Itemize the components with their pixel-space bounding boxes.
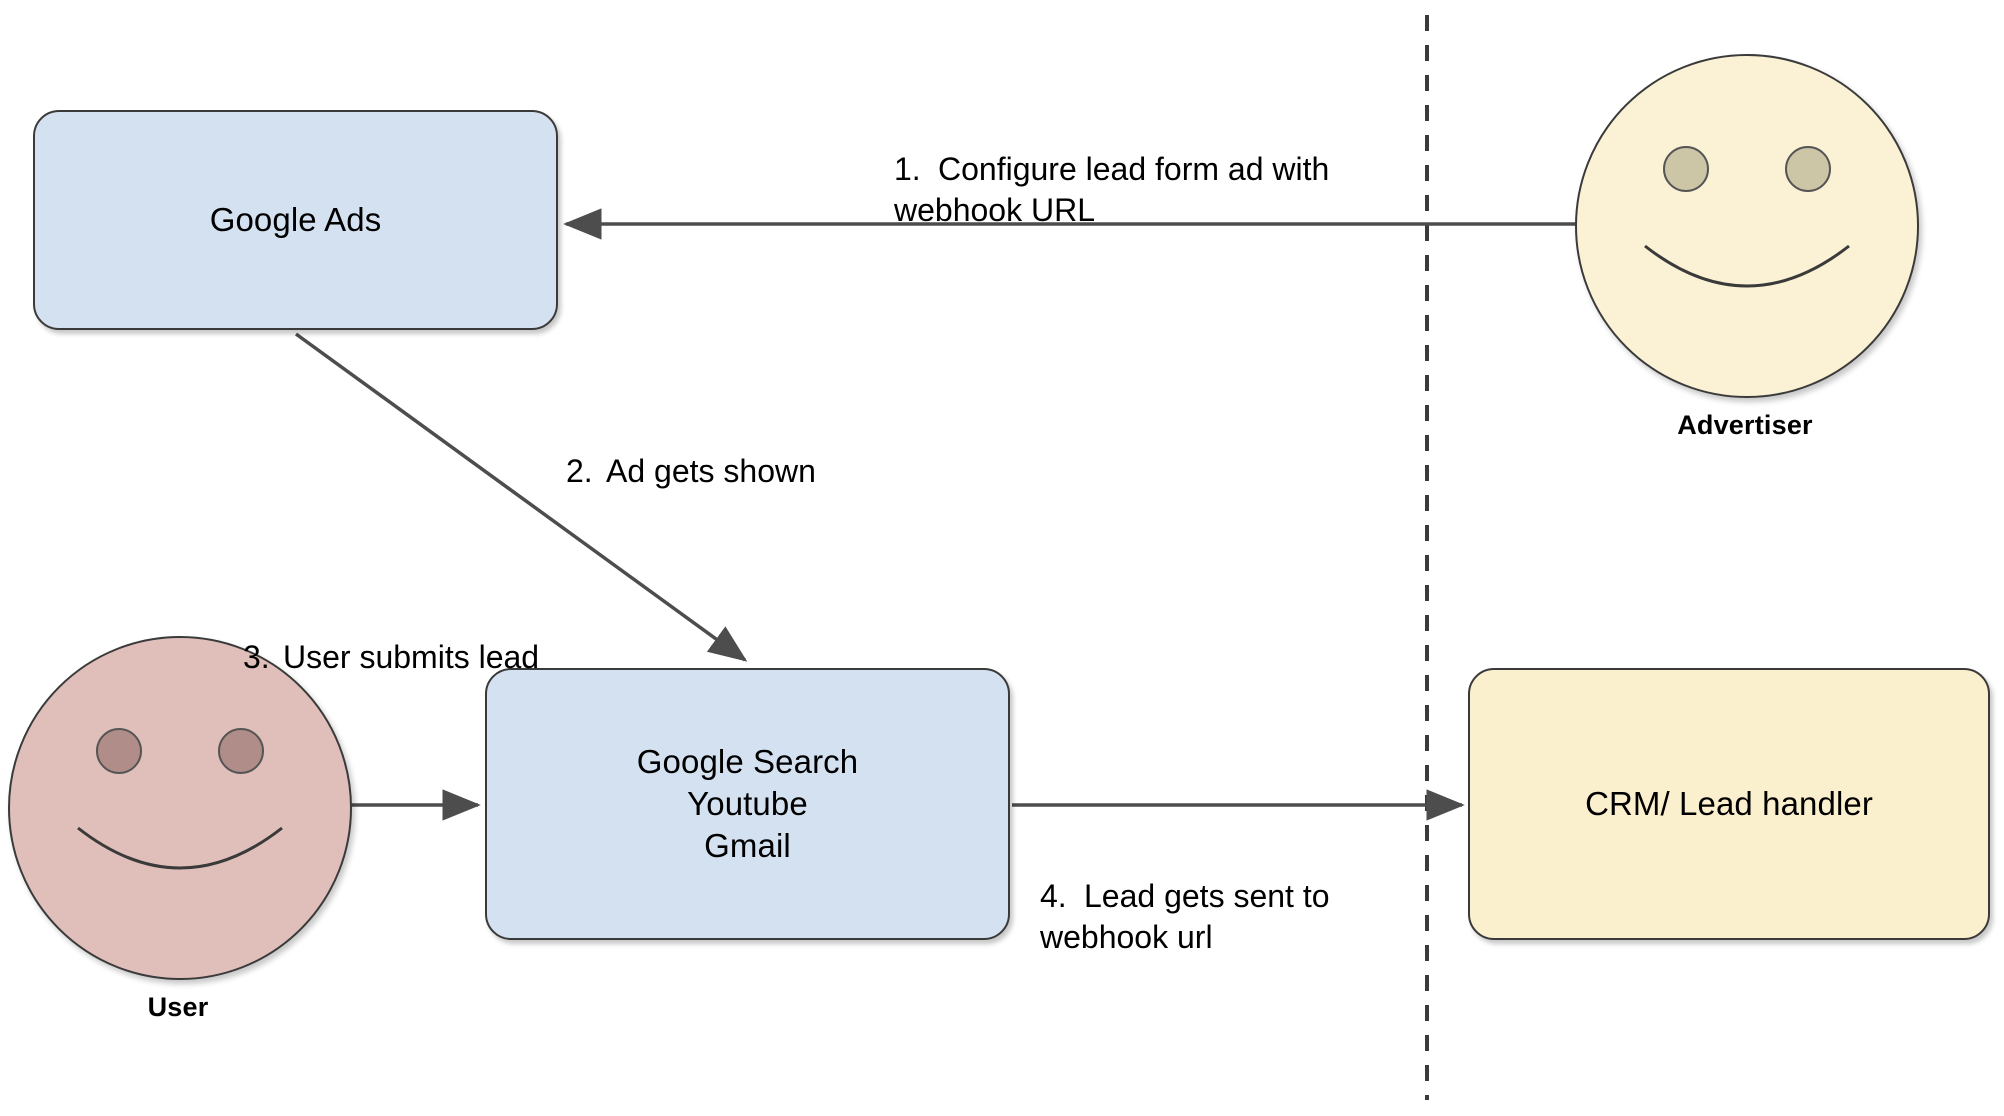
step-2-number: 2. bbox=[566, 452, 593, 489]
step-4-text: Lead gets sent to webhook url bbox=[1040, 877, 1330, 955]
advertiser-smile-icon bbox=[1641, 242, 1853, 314]
advertiser-left-eye-icon bbox=[1663, 146, 1709, 192]
user-left-eye-icon bbox=[96, 728, 142, 774]
advertiser-right-eye-icon bbox=[1785, 146, 1831, 192]
step-4-label: 4.Lead gets sent to webhook url bbox=[1040, 835, 1460, 958]
user-smile-icon bbox=[74, 824, 286, 896]
node-crm[interactable]: CRM/ Lead handler bbox=[1468, 668, 1990, 940]
node-advertiser-face[interactable] bbox=[1575, 54, 1919, 398]
step-1-text: Configure lead form ad with webhook URL bbox=[894, 150, 1330, 228]
step-3-text: User submits lead bbox=[283, 638, 540, 675]
node-google-properties[interactable]: Google Search Youtube Gmail bbox=[485, 668, 1010, 940]
step-1-number: 1. bbox=[894, 150, 921, 187]
step-2-label: 2. Ad gets shown bbox=[566, 410, 986, 492]
step-3-label: 3. User submits lead bbox=[243, 596, 663, 678]
node-user-face[interactable] bbox=[8, 636, 352, 980]
node-advertiser-caption: Advertiser bbox=[1677, 410, 1813, 440]
node-google-ads-label: Google Ads bbox=[209, 200, 382, 238]
node-google-ads[interactable]: Google Ads bbox=[33, 110, 558, 330]
node-google-properties-label: Google Search Youtube Gmail bbox=[636, 742, 859, 865]
node-user-caption: User bbox=[147, 992, 209, 1022]
step-2-text: Ad gets shown bbox=[606, 452, 816, 489]
user-right-eye-icon bbox=[218, 728, 264, 774]
step-1-label: 1.Configure lead form ad with webhook UR… bbox=[894, 108, 1414, 231]
node-crm-label: CRM/ Lead handler bbox=[1585, 784, 1873, 822]
step-4-number: 4. bbox=[1040, 877, 1067, 914]
step-3-number: 3. bbox=[243, 638, 270, 675]
